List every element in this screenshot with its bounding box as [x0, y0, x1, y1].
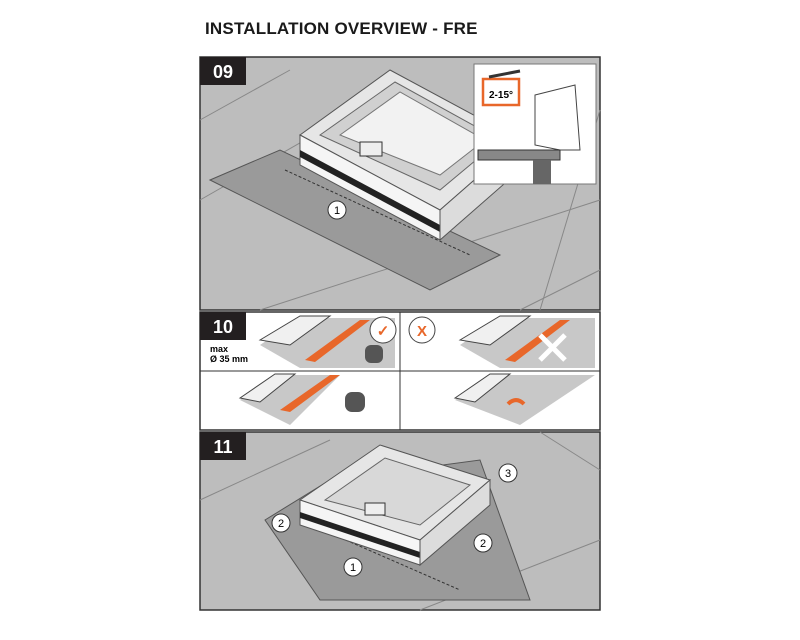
step-10-panel: ✓ X 10 max Ø 35 mm — [199, 311, 601, 431]
max-label: max — [210, 344, 228, 354]
callout-label: 1 — [334, 205, 340, 217]
wrong-x-icon: X — [417, 323, 427, 340]
callout-1 — [327, 200, 347, 220]
diameter-label: Ø 35 mm — [210, 354, 248, 364]
callout-label: 3 — [505, 468, 511, 480]
callout-label: 2 — [278, 518, 284, 530]
step-11-panel: 1 2 2 3 11 — [199, 431, 601, 611]
callout-label: 1 — [350, 562, 356, 574]
correct-check-icon: ✓ — [377, 323, 390, 340]
angle-label: 2-15° — [489, 90, 513, 101]
page-title: INSTALLATION OVERVIEW - FRE — [205, 19, 478, 38]
callout-label: 2 — [480, 538, 486, 550]
step-number: 10 — [213, 317, 233, 337]
angle-detail-inset: 2-15° — [473, 63, 597, 185]
step-number: 09 — [213, 62, 233, 82]
step-number: 11 — [213, 437, 232, 457]
step-09-panel: 1 2-15° 09 — [199, 56, 601, 311]
